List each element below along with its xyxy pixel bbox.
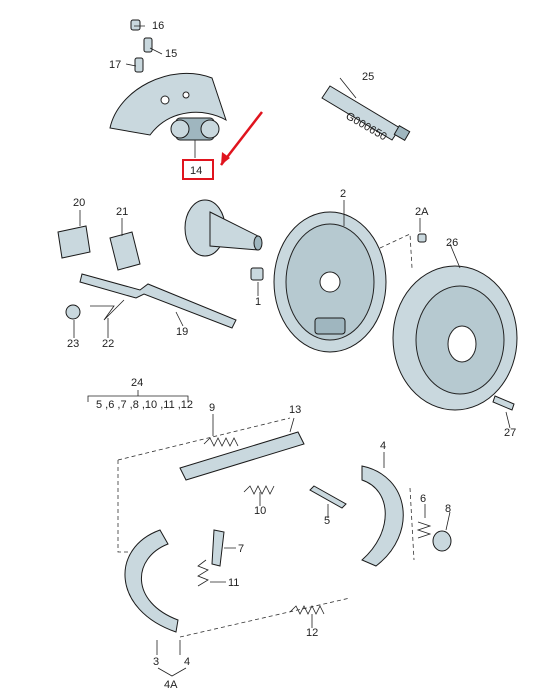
assembly-outline [117, 417, 415, 638]
label-17: 17 [109, 59, 121, 71]
highlight-box-14 [182, 159, 214, 180]
handbrake-cable [79, 273, 237, 329]
label-21: 21 [116, 206, 128, 218]
label-1: 1 [255, 296, 261, 308]
grease-tube: G000650 [321, 85, 411, 143]
bleeder-2a [417, 233, 427, 243]
label-7: 7 [238, 543, 244, 555]
leader-lines [73, 25, 511, 677]
label-23: 23 [67, 338, 79, 350]
label-11: 11 [228, 577, 239, 589]
backing-plate-detail [109, 73, 227, 136]
label-25: 25 [362, 71, 374, 83]
label-22: 22 [102, 338, 114, 350]
brake-drum [392, 265, 518, 411]
bolt-27 [492, 395, 515, 411]
bleeder-parts [130, 19, 153, 73]
label-20: 20 [73, 197, 85, 209]
label-4-bottom: 4 [184, 656, 190, 668]
label-6: 6 [420, 493, 426, 505]
spring-9 [203, 437, 239, 447]
shoe-4 [361, 465, 404, 567]
dash-2a [379, 233, 413, 269]
backing-plate [273, 211, 387, 353]
label-2: 2 [340, 188, 346, 200]
spring-12 [289, 605, 325, 615]
label-5: 5 [324, 515, 330, 527]
bracket-20 [57, 225, 91, 259]
lever-7 [211, 529, 225, 567]
label-4-top: 4 [380, 440, 386, 452]
label-2a: 2A [415, 206, 429, 218]
label-10: 10 [254, 505, 266, 517]
label-12: 12 [306, 627, 318, 639]
label-15: 15 [165, 48, 177, 60]
label-14: 14 [190, 165, 202, 177]
pin-5 [309, 485, 347, 509]
highlight-arrowhead [221, 152, 230, 165]
stub-axle [184, 199, 263, 257]
spring-11 [197, 559, 209, 587]
label-24: 24 [131, 377, 143, 389]
label-26: 26 [446, 237, 458, 249]
spring-clip-22 [90, 299, 125, 321]
label-27: 27 [504, 427, 516, 439]
adjuster-13 [179, 431, 305, 481]
label-19: 19 [176, 326, 188, 338]
label-9: 9 [209, 402, 215, 414]
clip-23 [65, 304, 81, 320]
spring-6 [416, 521, 432, 539]
label-group24: 5 ,6 ,7 ,8 ,10 ,11 ,12 [96, 399, 193, 411]
label-3: 3 [153, 656, 159, 668]
nut-1 [250, 267, 264, 281]
bracket-21 [109, 231, 141, 271]
highlight-arrow [220, 111, 263, 166]
wheel-cylinder [170, 117, 220, 141]
shoe-3 [124, 529, 179, 633]
label-13: 13 [289, 404, 301, 416]
spring-10 [243, 485, 275, 495]
label-8: 8 [445, 503, 451, 515]
cup-8 [432, 530, 452, 552]
label-4a: 4A [164, 679, 178, 691]
label-16: 16 [152, 20, 164, 32]
